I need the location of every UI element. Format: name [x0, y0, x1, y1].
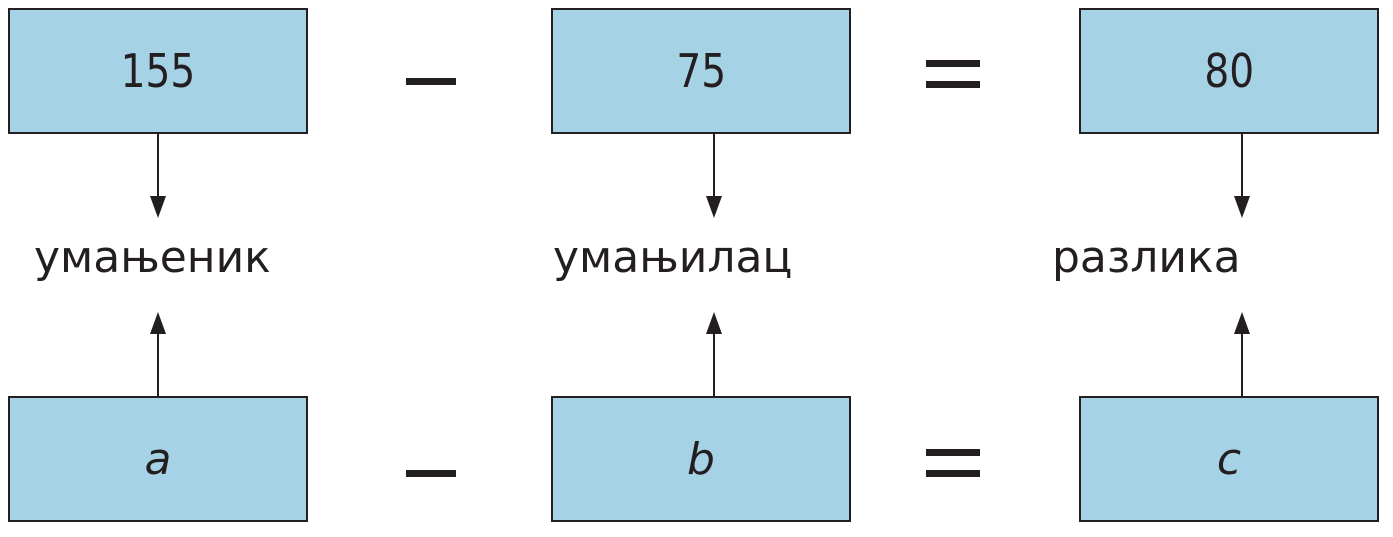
minuend-value-box: 155	[8, 8, 308, 134]
subtrahend-variable: b	[687, 433, 715, 485]
difference-variable: c	[1216, 433, 1242, 485]
difference-value: 80	[1204, 44, 1254, 98]
top-equals-sign	[926, 60, 980, 88]
bottom-minus-sign	[406, 470, 456, 477]
subtrahend-value-box: 75	[551, 8, 851, 134]
minuend-label: умањеник	[34, 232, 271, 283]
difference-down-arrowhead	[1234, 196, 1250, 218]
bottom-equals-sign	[926, 449, 980, 477]
minuend-up-arrowhead	[150, 312, 166, 334]
subtrahend-variable-box: b	[551, 396, 851, 522]
minuend-down-arrowhead	[150, 196, 166, 218]
top-minus-sign	[406, 78, 456, 85]
subtrahend-value: 75	[676, 44, 726, 98]
subtrahend-up-arrowhead	[706, 312, 722, 334]
difference-label: разлика	[1052, 232, 1241, 283]
difference-value-box: 80	[1079, 8, 1379, 134]
difference-variable-box: c	[1079, 396, 1379, 522]
minuend-value: 155	[120, 44, 196, 98]
subtrahend-down-arrowhead	[706, 196, 722, 218]
minuend-variable: a	[144, 433, 172, 485]
minuend-variable-box: a	[8, 396, 308, 522]
subtrahend-label: умањилац	[553, 232, 793, 283]
difference-up-arrowhead	[1234, 312, 1250, 334]
